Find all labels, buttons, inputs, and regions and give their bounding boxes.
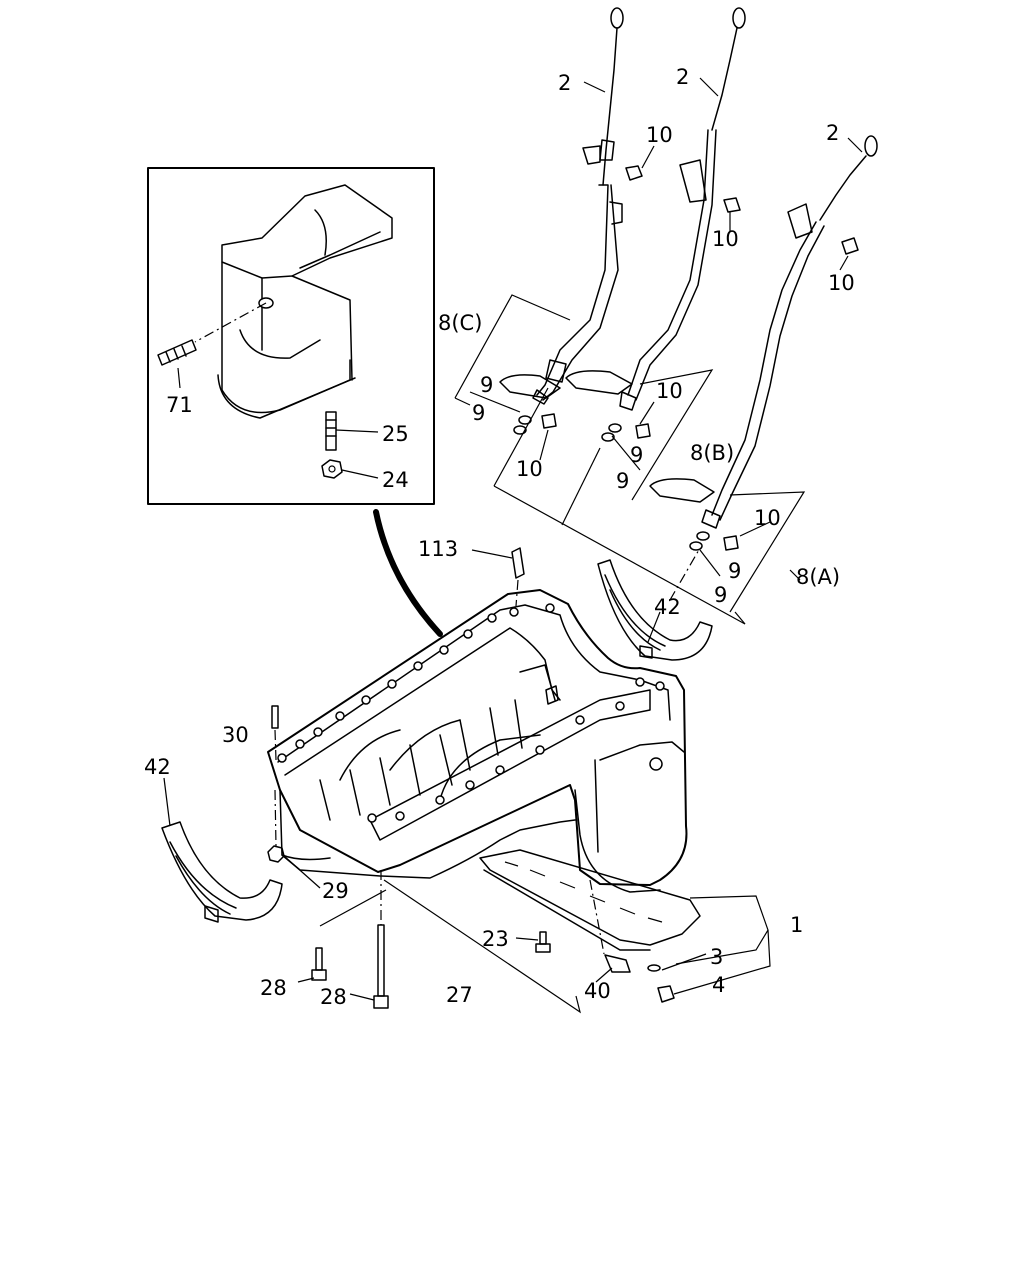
callout-28-long: 28 <box>320 985 347 1009</box>
bearing-cap-42-left <box>161 821 283 923</box>
callout-10-g: 10 <box>754 506 781 530</box>
callout-42-right: 42 <box>654 595 681 619</box>
leader-lines <box>163 77 863 1014</box>
callout-10-a: 10 <box>646 123 673 147</box>
oil-pan <box>267 589 701 951</box>
callout-42-left: 42 <box>144 755 171 779</box>
callout-3: 3 <box>710 945 723 969</box>
callout-10-c: 10 <box>828 271 855 295</box>
callout-10-d: 10 <box>516 457 543 481</box>
callout-29: 29 <box>322 879 349 903</box>
callout-2-right: 2 <box>826 121 839 145</box>
callout-4: 4 <box>712 973 725 997</box>
detail-inset <box>147 167 443 637</box>
callout-40: 40 <box>584 979 611 1003</box>
callout-2-left: 2 <box>558 71 571 95</box>
callout-9-a: 9 <box>480 373 493 397</box>
callout-10-b: 10 <box>712 227 739 251</box>
callout-9-f: 9 <box>714 583 727 607</box>
callout-8a: 8(A) <box>796 565 840 589</box>
callout-24: 24 <box>382 468 409 492</box>
dipstick-guide-right <box>701 135 878 529</box>
callout-2-middle: 2 <box>676 65 689 89</box>
callout-8c: 8(C) <box>438 311 482 335</box>
callout-27: 27 <box>446 983 473 1007</box>
callout-113: 113 <box>418 537 458 561</box>
callout-30: 30 <box>222 723 249 747</box>
callout-8b: 8(B) <box>690 441 734 465</box>
callout-23: 23 <box>482 927 509 951</box>
callout-9-e: 9 <box>728 559 741 583</box>
bolt-10-top <box>625 165 859 255</box>
callout-71: 71 <box>166 393 193 417</box>
dipstick-guide-middle <box>619 7 746 411</box>
callout-1: 1 <box>790 913 803 937</box>
callout-9-c: 9 <box>630 443 643 467</box>
callout-10-e: 10 <box>656 379 683 403</box>
dipstick-guide-left <box>532 7 624 405</box>
flanges-8 <box>454 294 806 625</box>
small-fasteners <box>267 547 675 1009</box>
callout-25: 25 <box>382 422 409 446</box>
bearing-cap-42-right <box>597 559 713 661</box>
callout-labels: 2 2 2 10 10 10 8(C) 9 9 10 10 10 8(B) 9 … <box>144 65 855 1009</box>
callout-9-b: 9 <box>472 401 485 425</box>
callout-28-short: 28 <box>260 976 287 1000</box>
callout-9-d: 9 <box>616 469 629 493</box>
